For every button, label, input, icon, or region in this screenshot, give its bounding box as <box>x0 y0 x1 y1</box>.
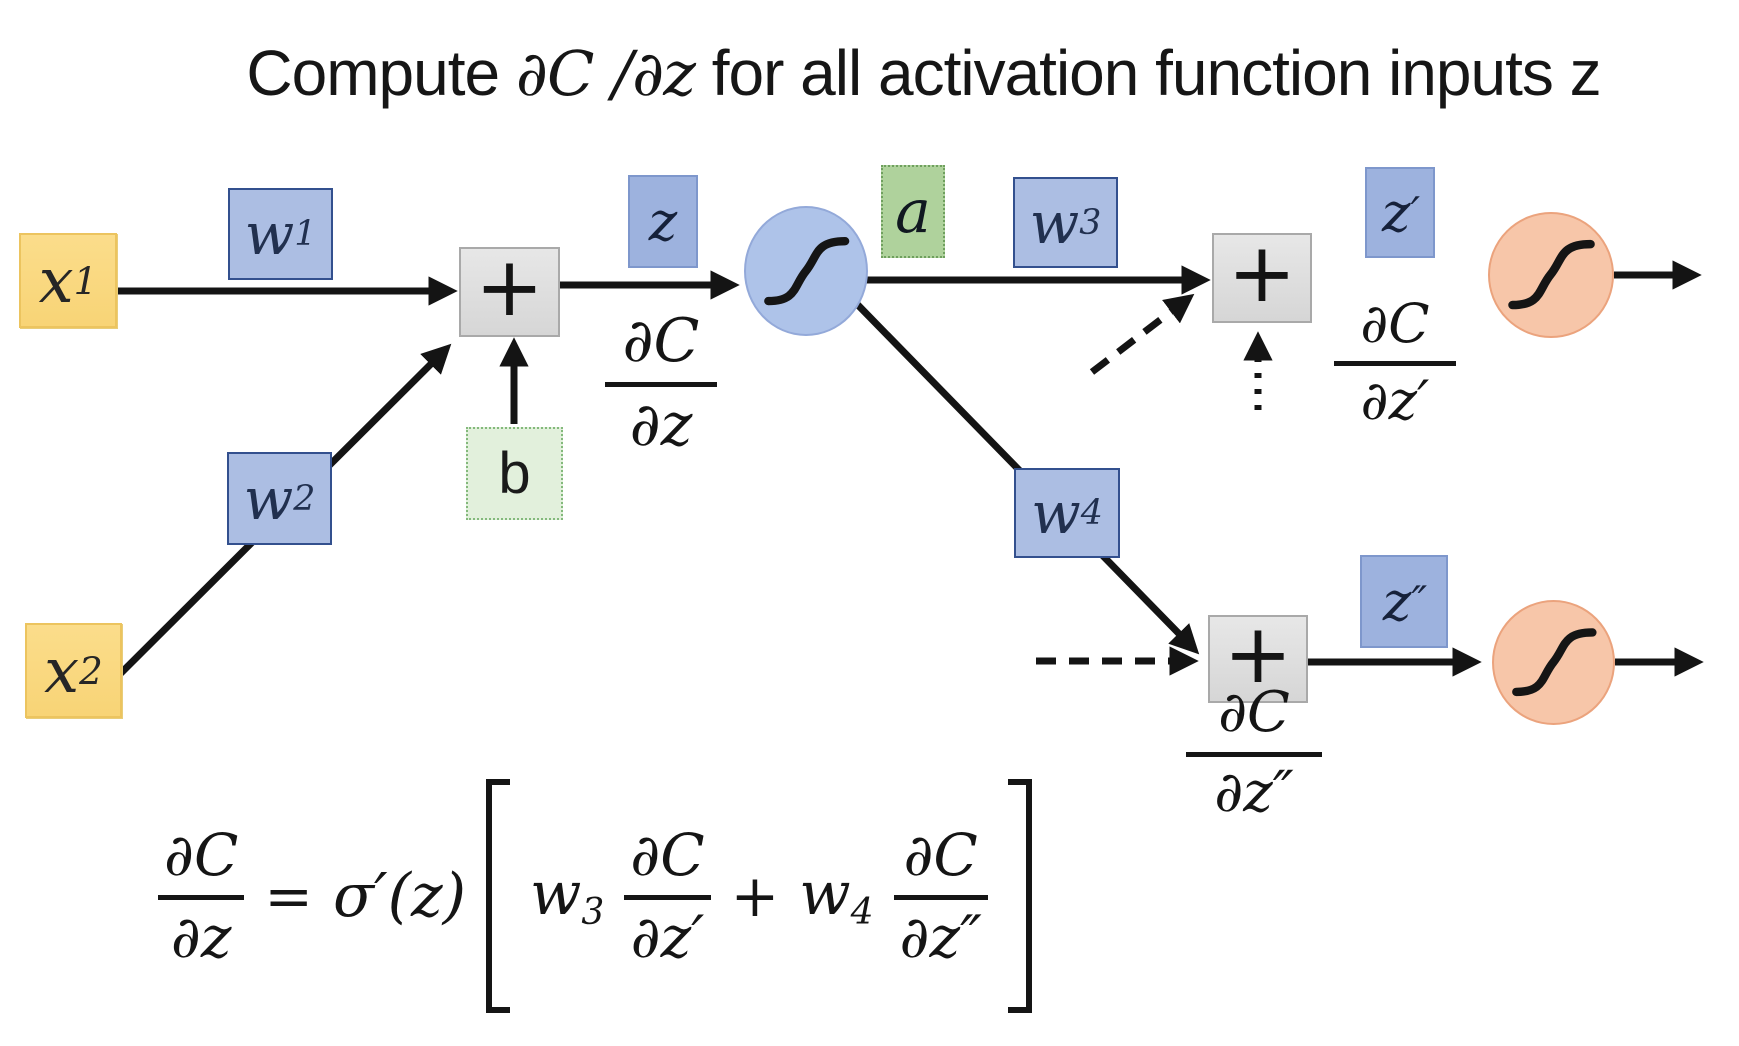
dashed-arrow-to-sum2 <box>1089 293 1195 375</box>
title-text-post: for all activation function inputs z <box>694 37 1602 109</box>
output-sigmoid-node-1 <box>1488 212 1614 338</box>
z-prime-mark: ′ <box>1410 188 1419 237</box>
numerator: ∂C <box>630 820 705 889</box>
formula-fraction-dz-double-prime: ∂C ∂z″ <box>893 820 988 971</box>
z-label: z <box>648 190 678 253</box>
sigma-prime-z: σ′(z) <box>332 861 466 931</box>
activation-output-a: a <box>881 165 945 258</box>
fraction-bar <box>158 894 245 900</box>
title-text-pre: Compute <box>246 37 516 109</box>
z-double-prime-mark: ″ <box>1411 577 1427 626</box>
slide-title: Compute ∂C /∂z for all activation functi… <box>54 36 1739 110</box>
w4-subscript: 4 <box>1080 493 1103 533</box>
output-sigmoid-node-2 <box>1492 600 1615 725</box>
x2-label: x <box>44 634 80 707</box>
w3-label: w <box>1029 188 1080 257</box>
plus-sign: + <box>475 240 544 335</box>
gradient-dC-dz-prime: ∂C ∂z′ <box>1334 292 1456 433</box>
denominator: ∂z <box>629 390 693 461</box>
fraction-bar <box>1334 361 1456 367</box>
denominator: ∂z <box>170 902 232 971</box>
right-bracket <box>1007 779 1032 1013</box>
sum-node-3: + <box>1208 607 1308 703</box>
z-double-prime-label: z <box>1382 570 1412 633</box>
z-label-box: z <box>628 175 698 268</box>
fraction-bar <box>1186 751 1322 757</box>
w2-label: w <box>243 464 294 533</box>
denominator: ∂z′ <box>630 902 705 971</box>
sigmoid-curve-icon <box>1508 240 1596 310</box>
fraction-bar <box>624 894 711 900</box>
plus-sign: + <box>730 862 780 930</box>
z-double-prime-label-box: z″ <box>1360 555 1448 648</box>
left-bracket <box>486 779 510 1013</box>
backprop-formula: ∂C ∂z = σ′(z) w3 ∂C ∂z′ + w4 ∂C ∂z″ <box>158 772 1032 1020</box>
numerator: ∂C <box>164 820 239 889</box>
w1-label: w <box>244 200 295 268</box>
numerator: ∂C <box>1218 680 1290 745</box>
sigmoid-activation-node <box>744 206 868 336</box>
w4-subscript: 4 <box>850 892 874 934</box>
sigmoid-curve-icon <box>764 236 850 306</box>
fraction-bar <box>605 382 717 388</box>
x1-label: x <box>38 244 74 317</box>
gradient-dC-dz-double-prime: ∂C ∂z″ <box>1186 680 1322 825</box>
equals-sign: = <box>264 862 313 930</box>
denominator: ∂z″ <box>1214 759 1294 825</box>
w4-label: w <box>799 858 851 929</box>
plus-sign: + <box>1223 607 1293 702</box>
formula-w4: w4 <box>799 859 873 933</box>
z-prime-label-box: z′ <box>1365 167 1435 258</box>
numerator: ∂C <box>903 820 978 889</box>
formula-fraction-dz-prime: ∂C ∂z′ <box>624 820 711 971</box>
b-label: b <box>498 441 531 506</box>
bias-node-b: b <box>466 427 563 520</box>
formula-w3: w3 <box>530 859 604 933</box>
sum-node-2: + <box>1212 233 1312 323</box>
x2-subscript: 2 <box>79 648 103 693</box>
title-math: ∂C /∂z <box>515 37 696 110</box>
a-label: a <box>895 176 931 247</box>
gradient-dC-dz: ∂C ∂z <box>605 306 717 461</box>
w3-subscript: 3 <box>581 892 605 934</box>
sigmoid-curve-icon <box>1512 628 1597 697</box>
w1-subscript: 1 <box>294 214 317 254</box>
sum-node-1: + <box>459 247 560 337</box>
numerator: ∂C <box>1360 292 1430 355</box>
denominator: ∂z″ <box>899 902 982 971</box>
w4-label: w <box>1031 479 1081 547</box>
formula-lhs-fraction: ∂C ∂z <box>158 820 245 971</box>
numerator: ∂C <box>622 306 700 376</box>
x1-subscript: 1 <box>73 258 98 303</box>
w2-subscript: 2 <box>293 478 316 519</box>
w3-subscript: 3 <box>1079 202 1102 243</box>
w3-label: w <box>530 858 582 929</box>
fraction-bar <box>893 894 988 900</box>
plus-sign: + <box>1227 226 1297 321</box>
denominator: ∂z′ <box>1360 369 1430 433</box>
z-prime-label: z <box>1381 181 1411 244</box>
